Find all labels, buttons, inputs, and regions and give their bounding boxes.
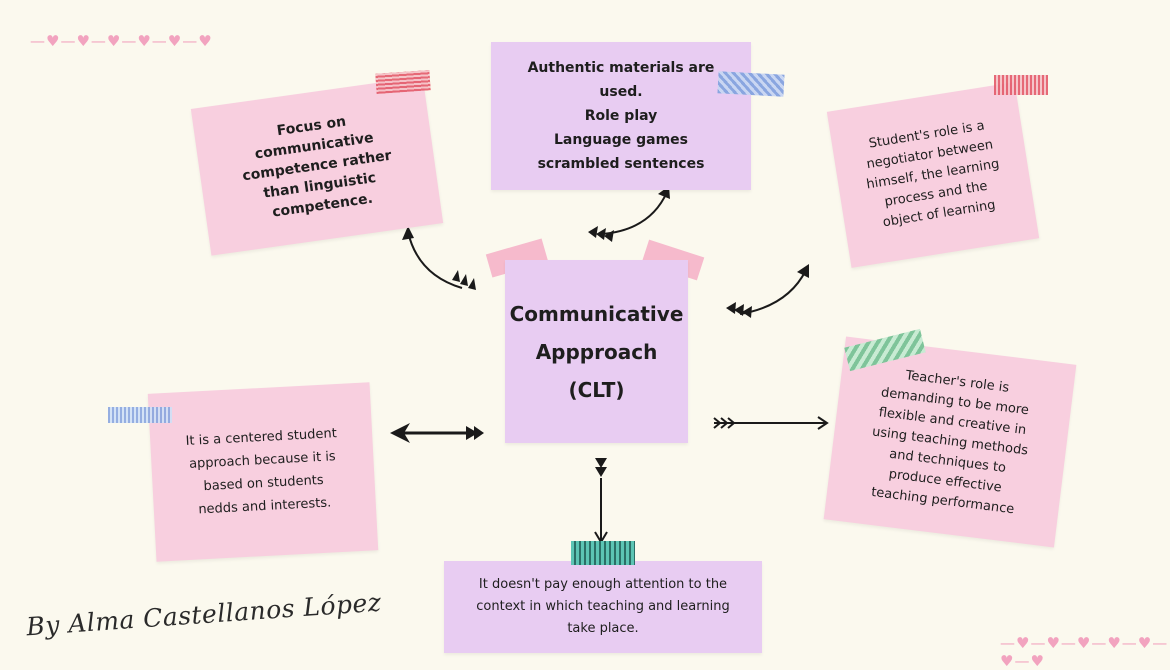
tape-teal-striped [571,541,635,565]
fletching-top-left [452,270,476,290]
fletching-right [713,417,736,429]
note-line: Authentic materials are [527,60,715,76]
note-text: It is a centered student approach becaus… [185,422,341,522]
note-line: context in which teaching and learning [476,599,730,614]
note-text: Authentic materials are used. Role play … [528,56,715,176]
arrow-fletchings [452,226,752,477]
arrowhead-right [817,416,829,430]
note-context-criticism: It doesn't pay enough attention to the c… [444,561,762,653]
tape-red-plaid-right [994,75,1048,95]
note-text: It doesn't pay enough attention to the c… [476,574,729,640]
hearts-divider-top-left: —♥—♥—♥—♥—♥—♥ [30,32,213,50]
note-line: Role play [584,108,658,124]
arrow-to-top-center [601,191,668,235]
fletching-top-center [588,226,614,242]
tape-red-plaid [375,70,431,94]
center-title-line: (CLT) [568,377,625,402]
note-line: used. [599,84,643,100]
arrowhead-top-left [402,226,414,240]
note-text: Focus on communicative competence rather… [236,106,399,226]
note-text: Teacher's role is demanding to be more f… [864,363,1037,521]
note-line: take place. [567,621,639,636]
note-authentic-materials: Authentic materials are used. Role play … [491,42,751,190]
note-student-centered: It is a centered student approach becaus… [147,382,379,562]
hearts-divider-bottom-right: —♥—♥—♥—♥—♥—♥—♥ [1000,634,1169,670]
note-line: Language games [553,132,689,148]
fletching-left [466,426,484,440]
tape-blue-plaid [108,407,172,423]
center-title-line: Appproach [535,339,658,364]
arrow-to-top-left [407,231,463,289]
center-topic-title: Communicative Appproach (CLT) [510,295,684,409]
center-title-line: Communicative [509,301,684,326]
note-line: scrambled sentences [537,156,705,172]
arrowhead-left [390,423,410,443]
note-text: Student's role is a negotiator between h… [859,115,1007,235]
fletching-top-right [726,302,752,318]
tape-blue-striped [717,71,785,97]
arrowhead-top-right [797,264,809,278]
center-topic-note: Communicative Appproach (CLT) [505,260,688,443]
fletching-bottom [595,458,607,477]
note-student-role: Student's role is a negotiator between h… [826,82,1040,268]
note-line: It doesn't pay enough attention to the [478,577,728,592]
